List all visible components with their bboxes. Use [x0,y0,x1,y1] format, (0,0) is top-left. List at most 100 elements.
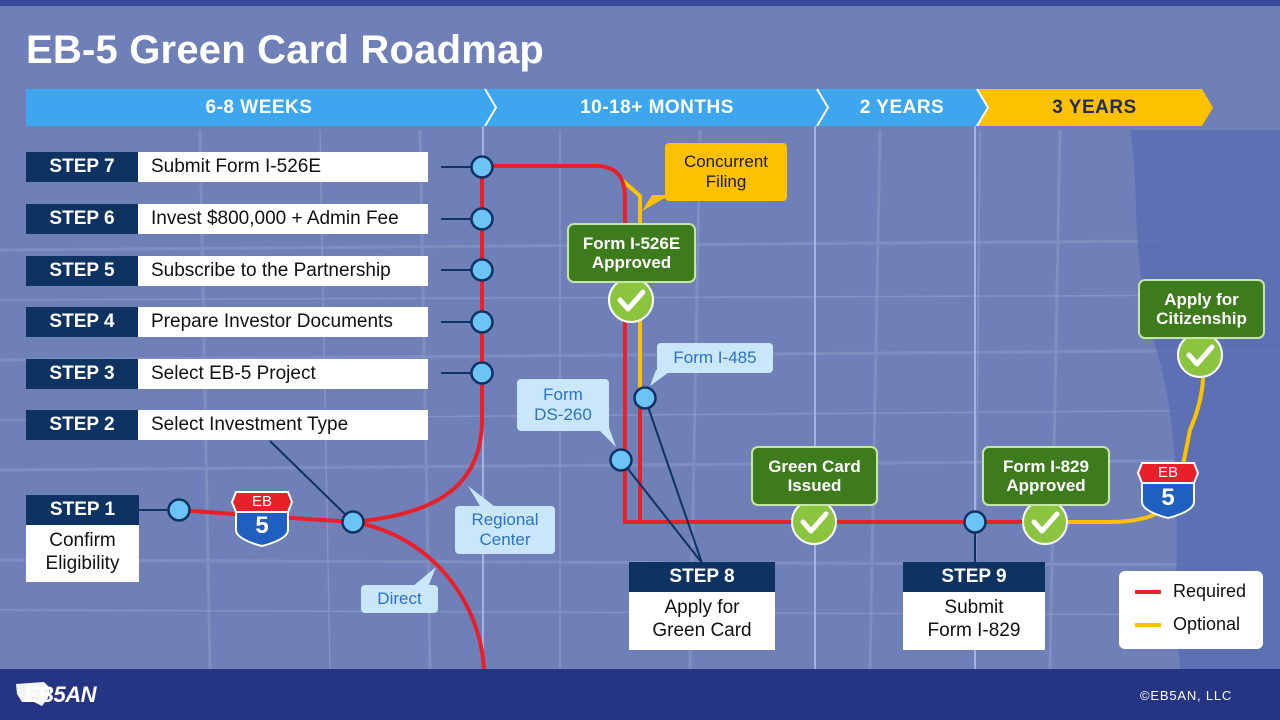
timeline-label: 2 YEARS [859,96,945,118]
route-node [963,510,987,534]
step-1-box: STEP 1 Confirm Eligibility [26,495,139,582]
callout-pointer [650,370,672,386]
step-label: STEP 5 [26,256,138,286]
step-label: STEP 7 [26,152,138,182]
callout-pointer [642,195,670,211]
step-9-box: STEP 9 Submit Form I-829 [903,562,1045,650]
step-8-box: STEP 8 Apply for Green Card [629,562,775,650]
step-label: STEP 9 [903,562,1045,592]
step-row: STEP 5 Subscribe to the Partnership [26,256,428,286]
callout-pointer [468,486,494,506]
step-row: STEP 6 Invest $800,000 + Admin Fee [26,204,428,234]
milestone-line: Apply for [1164,290,1239,309]
form-i485-callout: Form I-485 [657,343,773,373]
legend-label: Optional [1173,614,1241,634]
connector-line [644,397,703,564]
callout-line: Filing [705,172,747,191]
route-node [633,386,657,410]
callout-pointer [594,425,616,447]
check-icon [608,277,654,323]
legend-item-required: Required [1135,581,1246,602]
milestone-line: Green Card [768,457,861,476]
callout-line: Regional [471,510,539,529]
milestone-line: Issued [787,476,842,495]
milestone-line: Approved [1006,476,1086,495]
callout-line: Center [479,530,531,549]
step-row: STEP 7 Submit Form I-526E [26,152,428,182]
step-row: STEP 3 Select EB-5 Project [26,359,428,389]
shield-number: 5 [1161,484,1175,511]
shield-top-label: EB [251,493,272,510]
step-text: Select Investment Type [138,410,428,440]
callout-line: Concurrent [683,152,769,171]
timeline-segment-shape [26,89,496,126]
callout-pointer [412,567,436,587]
check-icon [791,499,837,545]
route-node [470,207,494,231]
step-text-line: Green Card [652,620,752,641]
legend: Required Optional [1119,571,1263,649]
step-text-line: Form I-829 [927,620,1021,641]
step-row: STEP 4 Prepare Investor Documents [26,307,428,337]
route-node [470,258,494,282]
step-text-line: Submit [944,597,1004,618]
step-text-line: Apply for [664,597,740,618]
check-icon [1186,344,1215,367]
step-text-line: Eligibility [45,553,120,574]
shield-number: 5 [255,512,269,539]
check-icon [1031,511,1060,534]
legend-swatch [1135,589,1161,594]
footer-bar [0,669,1280,720]
step-text: Select EB-5 Project [138,359,428,389]
required-route [352,520,486,670]
connector-line [269,440,354,523]
callout-line: DS-260 [534,405,592,424]
step-label: STEP 3 [26,359,138,389]
timeline-bar [26,88,1213,127]
regional-center-callout: Regional Center [455,506,555,554]
copyright: ©EB5AN, LLC [1140,688,1233,703]
timeline-label: 10-18+ MONTHS [580,96,734,118]
route-node [341,510,365,534]
timeline-segment-shape [817,89,988,126]
step-text: Invest $800,000 + Admin Fee [138,204,428,234]
step-label: STEP 1 [26,495,139,525]
step-text: Prepare Investor Documents [138,307,428,337]
legend-label: Required [1173,581,1247,601]
step-label: STEP 4 [26,307,138,337]
check-icon [1022,499,1068,545]
route-node [470,361,494,385]
legend-item-optional: Optional [1135,614,1240,635]
shield-top-label: EB [1157,464,1178,481]
us-map-logo-icon [16,682,50,706]
timeline-label: 3 YEARS [1052,96,1137,118]
step-text: Subscribe to the Partnership [138,256,428,286]
step-label: STEP 6 [26,204,138,234]
optional-route [620,178,642,398]
step-text-line: Confirm [49,530,116,551]
eb5-shield-icon [230,491,294,548]
check-icon [1177,332,1223,378]
concurrent-filing-callout: Concurrent Filing [665,143,787,201]
timeline-segment-shape [485,89,828,126]
check-icon [617,289,646,312]
milestone-line: Citizenship [1156,309,1247,328]
route-node [609,448,633,472]
eb5-shield-icon [1136,462,1200,520]
direct-callout: Direct [361,585,438,613]
step-label: STEP 8 [629,562,775,592]
timeline-segment-shape [977,89,1213,126]
step-label: STEP 2 [26,410,138,440]
required-route [352,164,1045,524]
route-node [470,310,494,334]
step-row: STEP 2 Select Investment Type [26,410,428,440]
milestone-line: Form I-829 [1003,457,1089,476]
legend-swatch [1135,622,1161,627]
route-node [167,498,191,522]
form-ds260-callout: Form DS-260 [517,379,609,431]
